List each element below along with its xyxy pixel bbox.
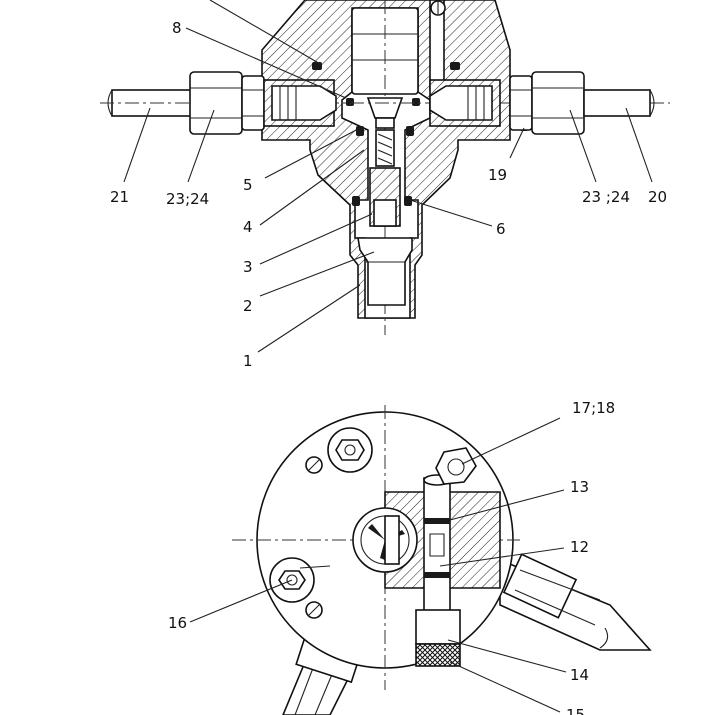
seal-right-top [450,62,460,70]
label-1: 1 [243,352,253,370]
hex-nut-17-18 [435,447,477,485]
inner-plug [373,199,397,227]
label-6: 6 [496,220,506,238]
label-5: 5 [243,176,253,194]
part-labels: 8 5 4 3 2 1 6 19 21 23;24 23 ;24 20 17;1… [110,19,667,715]
tube-right [499,553,652,651]
label-12: 12 [570,538,589,556]
seal-left-top [312,62,322,70]
label-23-24-left: 23;24 [166,190,209,208]
label-23-24-right: 23 ;24 [582,188,630,206]
seal-6 [352,196,360,206]
bottom-insert [357,237,413,306]
sectional-view [100,0,670,353]
label-2: 2 [243,297,253,315]
right-nut [531,71,585,135]
label-16: 16 [168,614,187,632]
cap-14 [415,609,461,645]
label-3: 3 [243,258,253,276]
right-fitting [429,71,655,135]
plan-view [189,405,652,715]
label-15: 15 [566,706,585,715]
right-insert [429,85,493,121]
label-4: 4 [243,218,253,236]
label-21: 21 [110,188,129,206]
pin-12 [423,477,451,631]
label-17-18: 17;18 [572,399,615,417]
left-insert [271,85,337,121]
label-14: 14 [570,666,589,684]
label-13: 13 [570,478,589,496]
label-19: 19 [488,166,507,184]
cap-15 [415,643,461,667]
label-20: 20 [648,188,667,206]
left-nut [189,71,243,135]
label-8: 8 [172,19,182,37]
